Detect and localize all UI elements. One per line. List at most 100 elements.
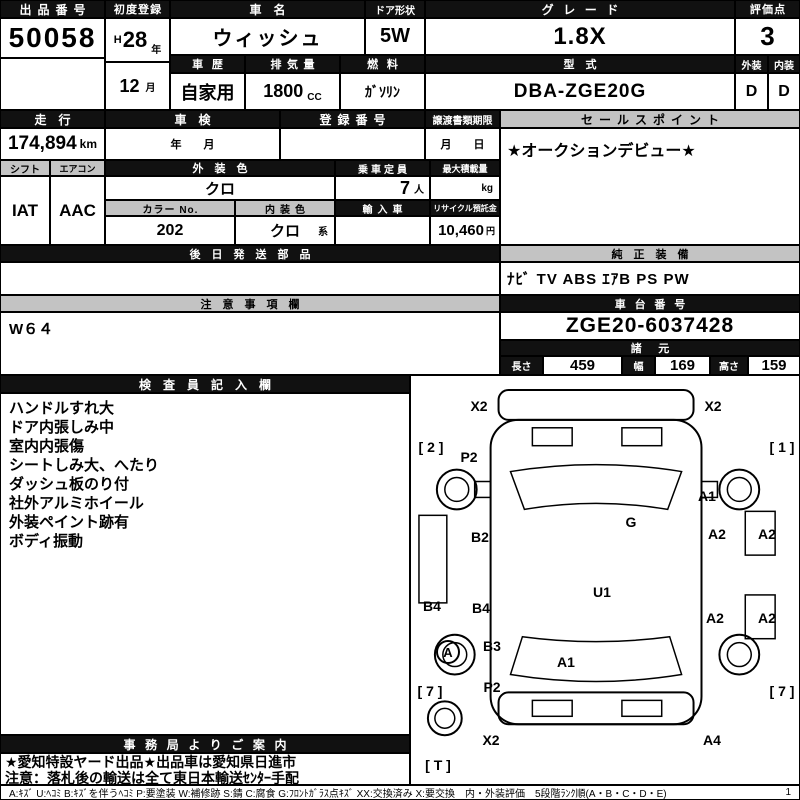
- auction-number: 50058: [0, 18, 105, 58]
- later-parts-header: 後日発送部品: [0, 245, 500, 262]
- car-diagram: [418, 388, 776, 737]
- year-unit: 年: [151, 45, 162, 56]
- grade-header: グレード: [425, 0, 735, 18]
- transfer-deadline-header: 譲渡書類期限: [425, 110, 500, 128]
- displacement: 1800 CC: [245, 73, 340, 110]
- mileage: 174,894 km: [0, 128, 105, 160]
- sales-point-header: セールスポイント: [500, 110, 800, 128]
- interior-color-suffix: 系: [318, 227, 328, 238]
- legend-text: A:ｷｽﾞ U:ﾍｺﾐ B:ｷｽﾞを伴うﾍｺﾐ P:要塗装 W:補修跡 S:錆 …: [9, 789, 667, 800]
- interior-grade-header: 内装: [768, 55, 800, 73]
- length: 459: [543, 356, 622, 375]
- model-code: DBA-ZGE20G: [425, 73, 735, 110]
- damage-code: A2: [758, 526, 776, 542]
- damage-code: A1: [698, 488, 716, 504]
- car-history: 自家用: [170, 73, 245, 110]
- interior-color-header: 内装色: [235, 200, 335, 216]
- damage-code: P2: [460, 449, 478, 465]
- exterior-grade-header: 外装: [735, 55, 768, 73]
- caution-notes: W６４: [0, 312, 500, 375]
- era-letter: H: [113, 34, 122, 46]
- shaken: 年 月: [105, 128, 280, 160]
- mileage-header: 走行: [0, 110, 105, 128]
- dimensions-header: 諸元: [500, 340, 800, 356]
- transfer-deadline: 月 日: [425, 128, 500, 160]
- month-unit: 月: [145, 82, 156, 94]
- first-registration-month: 12 月: [105, 62, 170, 110]
- office-notice-line: ★愛知特設ヤード出品★出品車は愛知県日進市: [5, 754, 297, 770]
- recycle-deposit-header: リサイクル預託金: [430, 200, 500, 216]
- office-notice: ★愛知特設ヤード出品★出品車は愛知県日進市 注意：落札後の輸送は全て東日本輸送ｾ…: [0, 753, 410, 786]
- registration-number: [280, 128, 425, 160]
- car-history-header: 車歴: [170, 55, 245, 73]
- damage-code: A: [436, 640, 460, 664]
- max-load-header: 最大積載量: [430, 160, 500, 176]
- mileage-unit: km: [79, 137, 98, 151]
- shift: IAT: [0, 176, 50, 245]
- damage-code: [ 2 ]: [418, 439, 444, 455]
- caution-header: 注意事項欄: [0, 295, 500, 312]
- interior-grade: D: [768, 73, 800, 110]
- inspector-note-line: 外装ペイント跡有: [9, 514, 130, 531]
- damage-code: B2: [471, 529, 489, 545]
- model-code-header: 型式: [425, 55, 735, 73]
- chassis-number: ZGE20-6037428: [500, 312, 800, 340]
- first-registration-header: 初度登録: [105, 0, 170, 18]
- displacement-unit: CC: [307, 92, 322, 103]
- interior-color: クロ 系: [235, 216, 335, 245]
- recycle-deposit: 10,460 円: [430, 216, 500, 245]
- car-name: ウィッシュ: [170, 18, 365, 55]
- car-name-header: 車名: [170, 0, 365, 18]
- door-shape: 5W: [365, 18, 425, 55]
- damage-code: A2: [706, 610, 724, 626]
- door-shape-header: ドア形状: [365, 0, 425, 18]
- inspector-note-line: ハンドルすれ大: [9, 400, 115, 417]
- inspector-note-line: ダッシュ板のり付: [9, 476, 130, 493]
- grade: 1.8X: [425, 18, 735, 55]
- max-load: kg: [430, 176, 500, 200]
- length-header: 長さ: [500, 356, 543, 375]
- damage-code: A1: [557, 654, 575, 670]
- width-header: 幅: [622, 356, 655, 375]
- capacity-unit: 人: [414, 184, 424, 196]
- height: 159: [748, 356, 800, 375]
- later-parts: [0, 262, 500, 295]
- fuel: ｶﾞｿﾘﾝ: [340, 73, 425, 110]
- color-no-header: カラー No.: [105, 200, 235, 216]
- damage-code: G: [625, 514, 637, 530]
- damage-code: X2: [482, 732, 500, 748]
- import-value: [335, 216, 430, 245]
- inspector-note-line: シートしみ大、へたり: [9, 457, 160, 474]
- import-header: 輸入車: [335, 200, 430, 216]
- inspector-note-line: ドア内張しみ中: [9, 419, 115, 436]
- auction-number-spacer: [0, 58, 105, 110]
- score: 3: [735, 18, 800, 55]
- sales-point: ★オークションデビュー★: [500, 128, 800, 245]
- recycle-deposit-unit: 円: [485, 226, 495, 236]
- inspector-notes: ハンドルすれ大 ドア内張しみ中 室内内張傷 シートしみ大、へたり ダッシュ板のり…: [0, 393, 410, 735]
- damage-code: B4: [423, 598, 441, 614]
- damage-code: [ 7 ]: [417, 683, 443, 699]
- exterior-grade: D: [735, 73, 768, 110]
- score-header: 評価点: [735, 0, 800, 18]
- equipment: ﾅﾋﾞ TV ABS ｴｱB PS PW: [500, 262, 800, 295]
- capacity-header: 乗車定員: [335, 160, 430, 176]
- inspector-notes-header: 検査員記入欄: [0, 375, 410, 393]
- damage-code: X2: [470, 398, 488, 414]
- width: 169: [655, 356, 710, 375]
- damage-code: B4: [472, 600, 490, 616]
- inspector-note-line: ボディ振動: [9, 533, 83, 550]
- fuel-header: 燃料: [340, 55, 425, 73]
- equipment-header: 純正装備: [500, 245, 800, 262]
- damage-code: [ 1 ]: [769, 439, 795, 455]
- damage-code: [ 7 ]: [769, 683, 795, 699]
- registration-number-header: 登録番号: [280, 110, 425, 128]
- inspector-note-line: 社外アルミホイール: [9, 495, 144, 512]
- shaken-header: 車検: [105, 110, 280, 128]
- damage-code: P2: [483, 679, 501, 695]
- first-registration-year: H 28 年: [105, 18, 170, 62]
- office-notice-header: 事務局よりご案内: [0, 735, 410, 753]
